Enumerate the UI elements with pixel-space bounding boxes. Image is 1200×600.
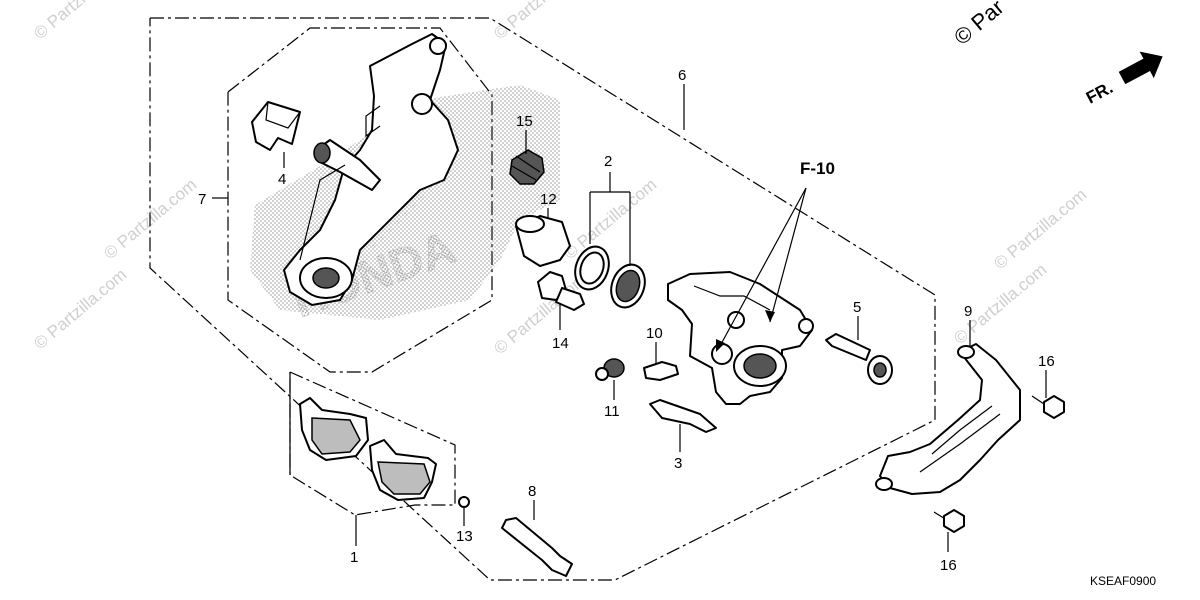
callout-13: 13 — [456, 528, 473, 545]
washer-part — [458, 496, 470, 508]
diagram-code: KSEAF0900 — [1090, 574, 1156, 588]
flange-bolt-part — [1031, 395, 1065, 419]
callouts: 6 2 15 12 14 10 11 3 5 9 16 16 4 7 8 13 … — [198, 67, 1055, 574]
watermark-corner-text: © Par — [949, 0, 1008, 50]
guard-part — [875, 343, 1021, 495]
callout-4: 4 — [278, 171, 286, 188]
callout-2: 2 — [604, 153, 612, 170]
slide-pin-part — [825, 333, 893, 385]
callout-16a: 16 — [1038, 353, 1055, 370]
watermark-text: © Partzilla.com — [30, 265, 130, 353]
watermark-text: © Partzilla.com — [990, 185, 1090, 273]
pad-set-outline — [289, 371, 456, 516]
seal-parts — [574, 245, 646, 309]
reference-label: F-10 — [800, 159, 835, 178]
callout-12: 12 — [540, 191, 557, 208]
callout-8: 8 — [528, 483, 536, 500]
boot-part — [509, 149, 545, 185]
front-direction-label: FR. — [1083, 78, 1116, 108]
group-outlines — [149, 17, 936, 581]
callout-7: 7 — [198, 191, 206, 208]
caliper-bracket-part — [283, 33, 459, 306]
brake-pads-part — [299, 397, 437, 501]
caliper-body-part — [667, 271, 814, 405]
callout-5: 5 — [853, 299, 861, 316]
callout-11: 11 — [604, 403, 620, 420]
pad-pin-part — [501, 517, 573, 577]
watermark-text: © Partzilla.com — [490, 0, 590, 43]
callout-9: 9 — [964, 303, 972, 320]
pin-bolt-part — [537, 271, 585, 311]
callout-3: 3 — [674, 455, 682, 472]
callout-6: 6 — [678, 67, 686, 84]
bleeder-part — [643, 361, 679, 381]
pad-spring-part — [251, 101, 301, 151]
flange-bolt-part — [933, 509, 965, 533]
pad-retainer-part — [649, 399, 717, 433]
leader-lines — [212, 84, 1047, 552]
callout-15: 15 — [516, 113, 533, 130]
callout-14: 14 — [552, 335, 569, 352]
front-direction-arrow — [1118, 51, 1163, 85]
callout-10: 10 — [646, 325, 663, 342]
reference-arrows — [716, 187, 807, 352]
assembly-outline — [149, 17, 936, 581]
bleeder-cap-part — [595, 358, 625, 381]
callout-1: 1 — [350, 549, 358, 566]
piston-part — [515, 215, 571, 267]
callout-16b: 16 — [940, 557, 957, 574]
watermark-text: © Partzilla.com — [30, 0, 130, 43]
